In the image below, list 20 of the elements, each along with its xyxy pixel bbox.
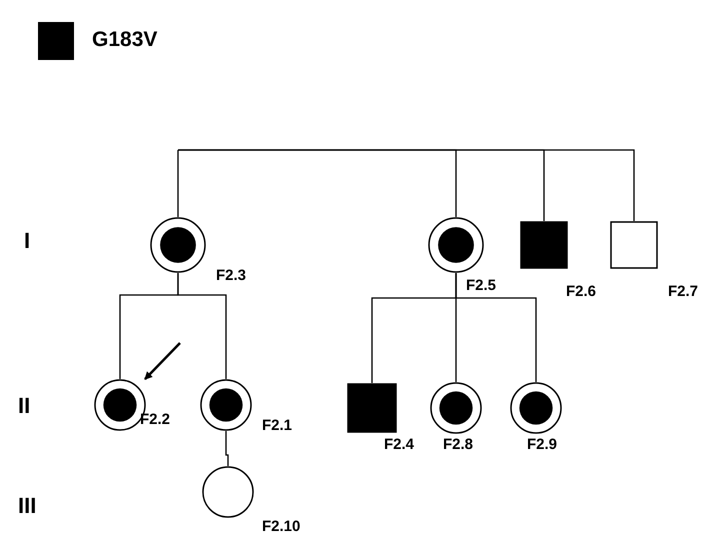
individual-id: F2.5 bbox=[466, 277, 496, 294]
individual-id: F2.2 bbox=[140, 411, 170, 428]
individual-id: F2.1 bbox=[262, 417, 292, 434]
pedigree-line bbox=[225, 431, 229, 466]
generation-numeral: I bbox=[24, 228, 30, 254]
pedigree-line bbox=[178, 149, 635, 221]
pedigree-line bbox=[177, 149, 179, 217]
legend-text: G183V bbox=[92, 28, 158, 52]
individual-id: F2.6 bbox=[566, 283, 596, 300]
individual-id: F2.9 bbox=[527, 436, 558, 453]
generation-numeral: II bbox=[18, 393, 30, 419]
pedigree-line bbox=[177, 273, 227, 379]
individual-id: F2.7 bbox=[668, 283, 698, 300]
proband-arrow bbox=[144, 342, 181, 380]
individual-id: F2.8 bbox=[443, 436, 474, 453]
individual-id: F2.10 bbox=[262, 518, 300, 535]
generation-numeral: III bbox=[18, 493, 36, 519]
pedigree-line bbox=[455, 273, 537, 382]
individual-id: F2.3 bbox=[216, 267, 246, 284]
individual-id: F2.4 bbox=[384, 436, 414, 453]
